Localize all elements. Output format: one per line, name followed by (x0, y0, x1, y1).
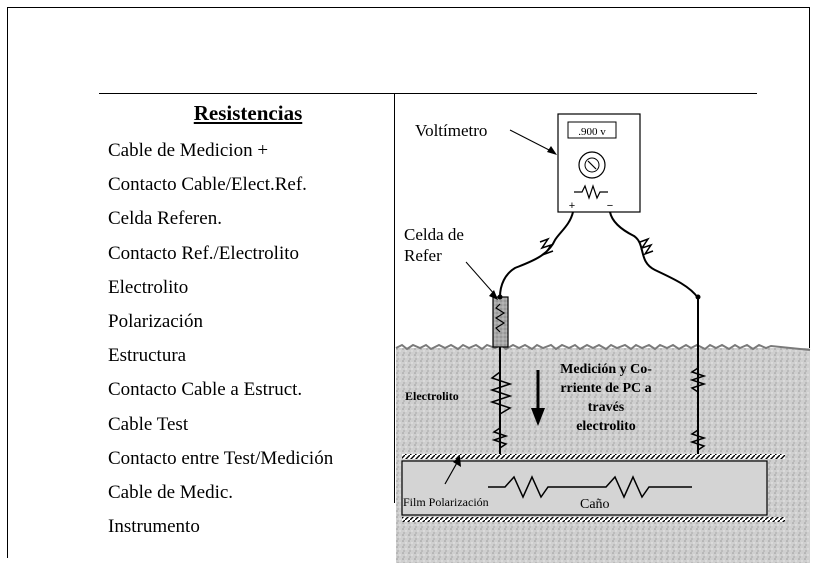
voltmeter-reading: .900 v (578, 126, 606, 138)
resistance-item: Contacto Ref./Electrolito (108, 242, 300, 264)
resistance-item: Cable de Medic. (108, 481, 234, 503)
column-divider (394, 93, 395, 503)
resistance-item: Cable de Medicion + (108, 140, 269, 161)
resistance-item: Cable Test (108, 413, 189, 435)
voltmeter-plus-terminal: + (569, 200, 575, 212)
page-frame (7, 7, 810, 558)
film-pointer-arrow (444, 456, 461, 485)
resistances-title: Resistencias (193, 101, 303, 125)
current-label-line3: través (588, 400, 625, 415)
current-label-line1: Medición y Co- (560, 362, 652, 377)
voltmeter (557, 113, 641, 213)
film-polarization-label: Film Polarización (403, 495, 489, 509)
current-label-line2: rriente de PC a (560, 381, 651, 396)
resistance-item: Contacto entre Test/Medición (108, 447, 334, 469)
reference-cell (492, 294, 509, 348)
resistance-item: Instrumento (108, 516, 200, 538)
resistance-item: Contacto Cable a Estruct. (108, 379, 303, 401)
wire-resistors (489, 237, 707, 451)
header-divider (99, 93, 757, 94)
resistance-item: Polarización (108, 310, 203, 332)
ref-cell-label-line2: Refer (404, 246, 442, 265)
electrolyte-label: Electrolito (405, 389, 459, 403)
pipe-resistor-symbol (488, 475, 692, 499)
current-arrow (531, 370, 545, 426)
resistance-item: Estructura (108, 345, 187, 367)
resistance-item: Electrolito (108, 276, 189, 298)
voltmeter-minus-terminal: − (607, 200, 613, 212)
voltmeter-resistor-icon (574, 184, 608, 200)
voltmeter-label: Voltímetro (415, 121, 487, 140)
resistances-list: Cable de Medicion + Contacto Cable/Elect… (108, 134, 333, 544)
resistance-item: Contacto Cable/Elect.Ref. (108, 174, 307, 196)
ref-cell-label-line1: Celda de (404, 225, 464, 244)
pipe (401, 454, 785, 522)
current-label-line4: electrolito (576, 419, 636, 434)
pipe-label: Caño (580, 497, 610, 512)
resistance-item: Celda Referen. (108, 208, 222, 230)
